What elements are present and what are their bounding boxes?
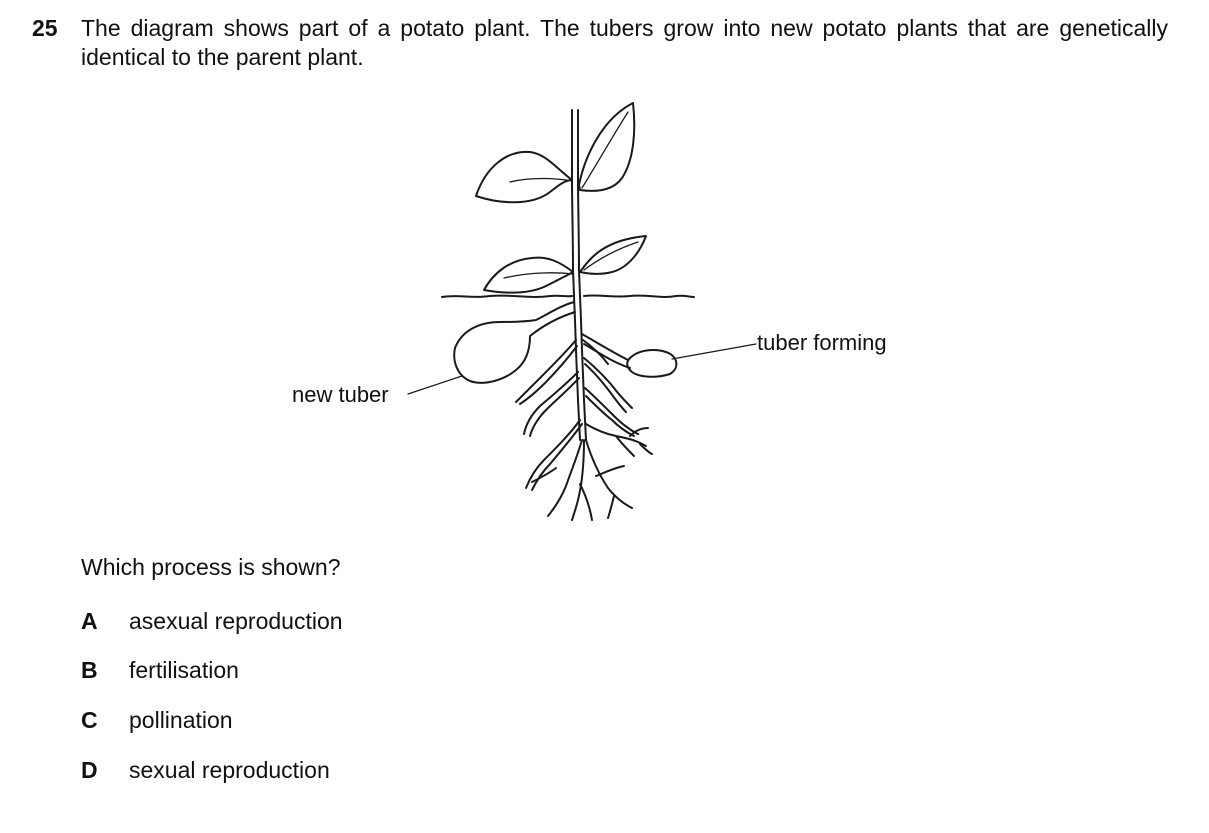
question-number: 25 xyxy=(32,15,58,41)
new-tuber xyxy=(453,301,576,384)
leaf-top-right xyxy=(578,102,636,192)
option-a-text: asexual reproduction xyxy=(129,608,343,634)
option-d-letter: D xyxy=(81,757,98,783)
leaf-mid-left xyxy=(483,256,574,294)
option-b-text: fertilisation xyxy=(129,657,239,683)
roots xyxy=(515,339,653,521)
new-tuber-leader-line xyxy=(407,375,463,395)
label-tuber-forming: tuber forming xyxy=(757,330,887,355)
tuber-forming-leader-line xyxy=(671,343,757,360)
option-c-letter: C xyxy=(81,707,98,733)
option-a-letter: A xyxy=(81,608,98,634)
question-stem: The diagram shows part of a potato plant… xyxy=(81,15,1168,70)
main-stem xyxy=(571,109,587,441)
leaf-top-left xyxy=(475,150,573,204)
option-c-text: pollination xyxy=(129,707,233,733)
option-b-letter: B xyxy=(81,657,98,683)
option-d-text: sexual reproduction xyxy=(129,757,330,783)
soil-line xyxy=(441,294,695,298)
leaf-mid-right xyxy=(579,235,647,275)
tuber-forming xyxy=(581,333,678,378)
label-new-tuber: new tuber xyxy=(292,382,389,407)
question-prompt: Which process is shown? xyxy=(81,554,341,580)
